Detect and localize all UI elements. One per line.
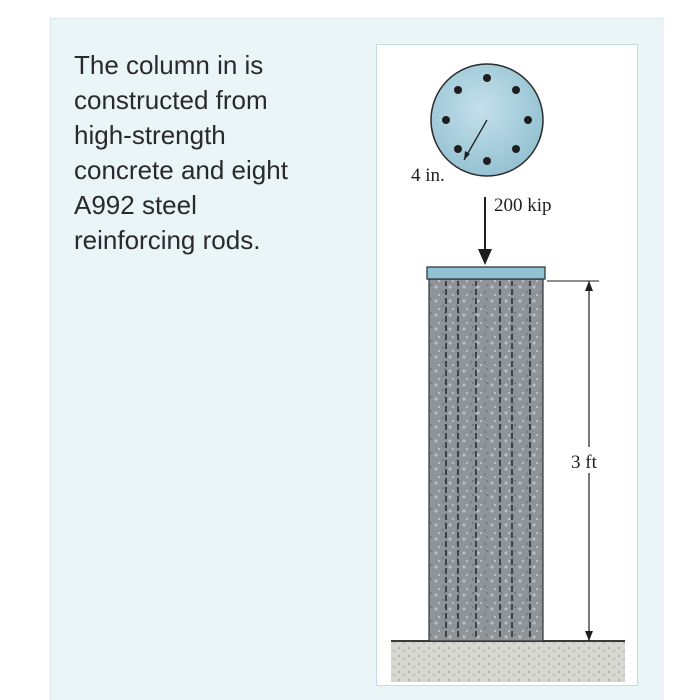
- rebar-dot: [454, 145, 462, 153]
- rebar-dot: [524, 116, 532, 124]
- problem-line: constructed from: [74, 85, 268, 115]
- column-diagram: 4 in. 200 kip: [391, 63, 625, 682]
- rebar-dot: [512, 145, 520, 153]
- radius-label: 4 in.: [411, 165, 445, 186]
- radius-arrowhead: [464, 151, 470, 160]
- load-label: 200 kip: [494, 195, 552, 216]
- column-cap: [426, 266, 546, 280]
- load-arrow: [478, 197, 492, 265]
- concrete-column: [428, 278, 544, 642]
- problem-line: reinforcing rods.: [74, 225, 261, 255]
- problem-statement: The column in is constructed from high-s…: [74, 48, 354, 258]
- rebar-dot: [512, 86, 520, 94]
- problem-line: concrete and eight: [74, 155, 288, 185]
- rebar-dot: [442, 116, 450, 124]
- problem-line: A992 steel: [74, 190, 197, 220]
- rebar-dot: [483, 74, 491, 82]
- column-figure: 4 in. 200 kip: [376, 44, 638, 686]
- problem-line: high-strength: [74, 120, 226, 150]
- problem-line: The column in is: [74, 50, 264, 80]
- height-label: 3 ft: [571, 452, 598, 473]
- height-dimension: [547, 280, 603, 641]
- rebar-dot: [454, 86, 462, 94]
- cross-section: [430, 63, 544, 177]
- rebar-dot: [483, 157, 491, 165]
